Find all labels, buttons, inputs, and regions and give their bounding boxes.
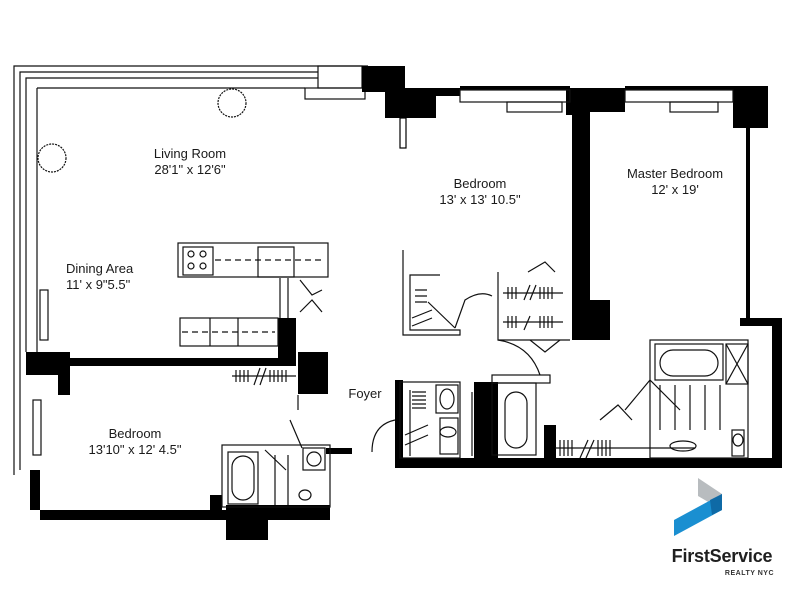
logo-brand-text: FirstService: [671, 546, 773, 566]
room-name: Dining Area: [66, 261, 134, 276]
exterior-wall-left-top: [13, 65, 368, 475]
kitchen-counter-top: [177, 242, 329, 278]
logo-chevron-icon: [674, 478, 722, 536]
room-name: Living Room: [153, 146, 227, 161]
room-name: Bedroom: [453, 176, 507, 191]
room-label-bedroom-1: Bedroom 13'10" x 12' 4.5": [70, 426, 200, 458]
room-dimensions: 28'1" x 12'6": [154, 162, 226, 177]
room-dimensions: 11' x 9"5.5": [66, 277, 131, 292]
firstservice-logo: FirstService REALTY NYC: [664, 474, 780, 584]
room-label-living-room: Living Room 28'1" x 12'6": [130, 146, 250, 178]
column-circle: [37, 143, 67, 173]
room-label-bedroom-2: Bedroom 13' x 13' 10.5": [410, 176, 550, 208]
room-dimensions: 13' x 13' 10.5": [439, 192, 521, 207]
room-label-master-bedroom: Master Bedroom 12' x 19': [600, 166, 750, 198]
room-name: Foyer: [348, 386, 382, 401]
logo-subtext: REALTY NYC: [724, 570, 774, 577]
room-name: Bedroom: [108, 426, 162, 441]
room-name: Master Bedroom: [626, 166, 724, 181]
room-dimensions: 13'10" x 12' 4.5": [88, 442, 182, 457]
room-label-foyer: Foyer: [340, 386, 390, 402]
room-label-dining-area: Dining Area 11' x 9"5.5": [66, 261, 166, 293]
room-dimensions: 12' x 19': [651, 182, 699, 197]
column-circle: [217, 88, 247, 118]
kitchen-counter-bottom: [179, 317, 279, 347]
